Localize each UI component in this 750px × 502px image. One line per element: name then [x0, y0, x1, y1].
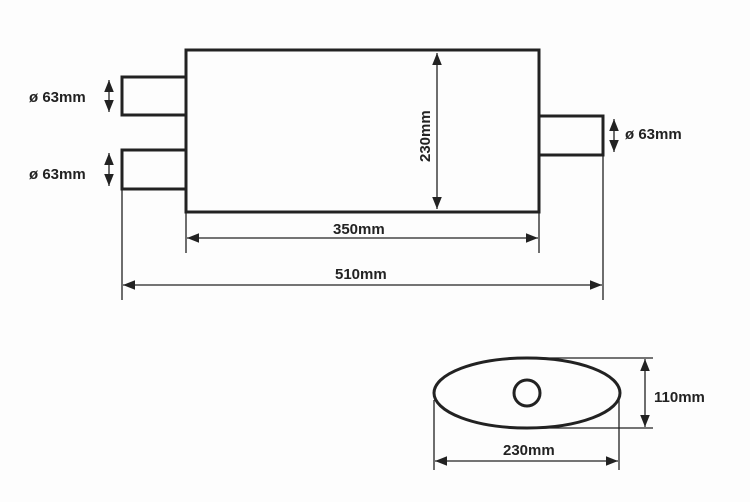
body-length-label: 350mm: [333, 221, 385, 238]
inlet-top-diameter-label: ø 63mm: [29, 89, 86, 106]
body-height-label: 230mm: [417, 110, 434, 162]
oval-width-label: 230mm: [503, 442, 555, 459]
outlet-diameter-label: ø 63mm: [625, 126, 682, 143]
inlet-pipe-bottom: [120, 148, 186, 191]
outlet-pipe: [539, 114, 605, 157]
muffler-oval-end: [432, 356, 622, 430]
muffler-body: [184, 48, 541, 214]
overall-length-label: 510mm: [335, 266, 387, 283]
outlet-hole: [512, 378, 542, 408]
inlet-pipe-top: [120, 75, 186, 117]
inlet-bottom-diameter-label: ø 63mm: [29, 166, 86, 183]
oval-height-label: 110mm: [654, 389, 705, 406]
